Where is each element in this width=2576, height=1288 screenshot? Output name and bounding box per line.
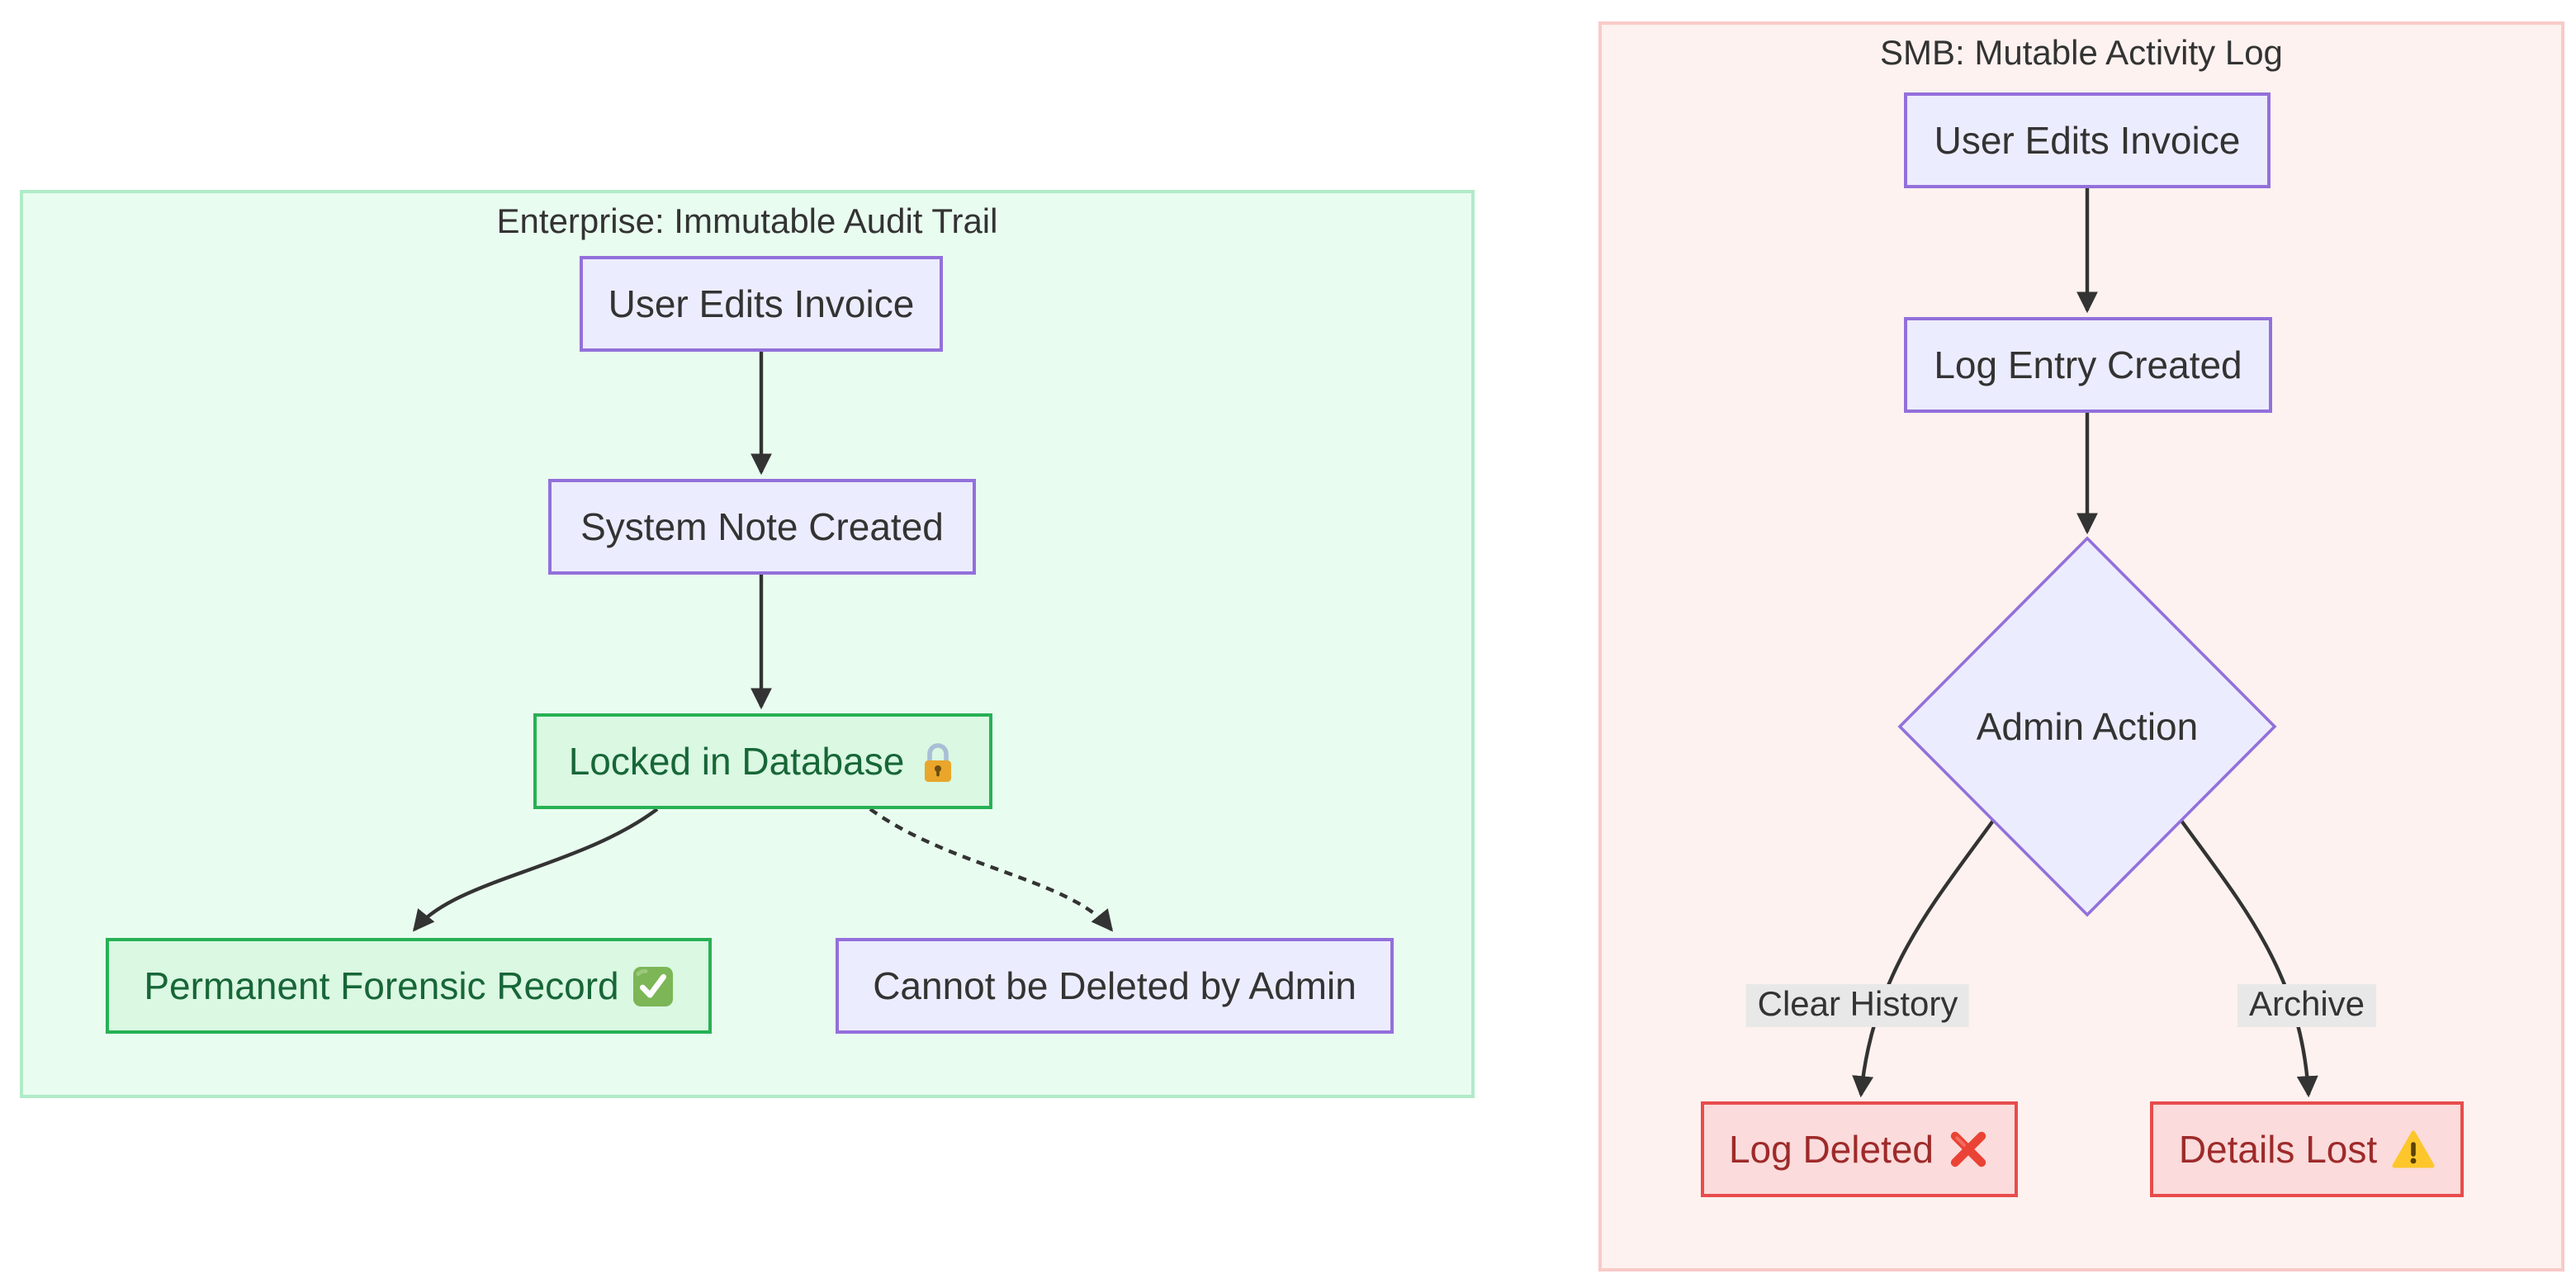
node-smb-admin-action-label: Admin Action bbox=[1976, 705, 2199, 748]
check-mark-icon bbox=[632, 966, 673, 1006]
edge-locked-to-permanent-record bbox=[412, 807, 659, 932]
cross-mark-icon bbox=[1950, 1131, 1986, 1167]
node-smb-user-edits-invoice: User Edits Invoice bbox=[1904, 92, 2271, 188]
node-admin-action-diamond bbox=[1897, 536, 2277, 917]
node-smb-details-lost: Details Lost bbox=[2150, 1101, 2464, 1197]
node-smb-log-entry-created: Log Entry Created bbox=[1904, 317, 2272, 413]
node-label: User Edits Invoice bbox=[608, 282, 915, 324]
subgraph-title: SMB: Mutable Activity Log bbox=[1880, 35, 2283, 73]
node-smb-log-deleted: Log Deleted bbox=[1701, 1101, 2018, 1197]
lock-icon bbox=[924, 742, 951, 781]
node-ent-cannot-be-deleted-by-admin: Cannot be Deleted by Admin bbox=[836, 938, 1394, 1034]
warning-icon bbox=[2391, 1129, 2434, 1167]
node-label: Cannot be Deleted by Admin bbox=[873, 964, 1357, 1006]
edge-label-archive: Archive bbox=[2237, 984, 2377, 1027]
edge-locked-to-cannot-delete bbox=[869, 807, 1114, 932]
edge-admin-action-to-log-deleted bbox=[1852, 819, 1995, 1098]
subgraph-title: Enterprise: Immutable Audit Trail bbox=[496, 203, 998, 241]
node-label: Locked in Database bbox=[568, 739, 905, 782]
node-label: Details Lost bbox=[2178, 1127, 2378, 1170]
node-ent-system-note-created: System Note Created bbox=[548, 479, 976, 575]
node-ent-permanent-forensic-record: Permanent Forensic Record bbox=[106, 938, 712, 1034]
node-label: Log Deleted bbox=[1728, 1127, 1934, 1170]
node-ent-user-edits-invoice: User Edits Invoice bbox=[580, 256, 943, 352]
edge-label-clear-history: Clear History bbox=[1745, 984, 1970, 1027]
node-label: User Edits Invoice bbox=[1934, 118, 2241, 161]
node-label: Log Entry Created bbox=[1934, 343, 2242, 386]
node-label: System Note Created bbox=[580, 504, 944, 547]
node-ent-locked-in-database: Locked in Database bbox=[533, 713, 992, 809]
edge-admin-action-to-details-lost bbox=[2180, 819, 2318, 1098]
node-label: Permanent Forensic Record bbox=[144, 964, 619, 1006]
